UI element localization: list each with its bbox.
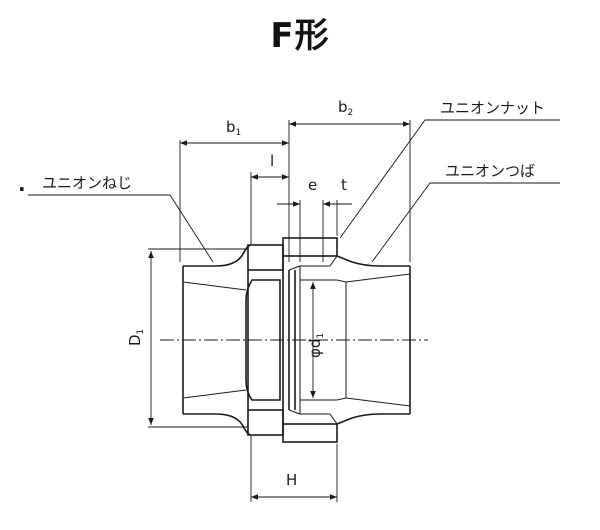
e-label: e (308, 176, 317, 194)
right-bore-taper (345, 273, 411, 407)
t-label: t (341, 176, 347, 194)
union-nut-leader (339, 119, 560, 239)
D1-label: D1 (126, 329, 146, 346)
union-thread-label: ユニオンねじ (42, 174, 132, 192)
union-nut-bottom (282, 423, 338, 443)
right-lower-shoulder (336, 413, 410, 425)
b2-label: b2 (338, 98, 353, 118)
bore-lines (300, 279, 337, 401)
union-thread-leader (28, 194, 214, 263)
left-bore-taper (182, 281, 247, 399)
bullet-mark: . (18, 172, 26, 196)
union-nut-label: ユニオンナット (440, 99, 545, 117)
left-lower-shoulder (183, 413, 250, 435)
leaders (28, 119, 560, 263)
H-label: H (286, 471, 297, 489)
right-upper-shoulder (336, 255, 410, 267)
left-upper-shoulder (183, 245, 250, 267)
d1-label: φd1 (306, 333, 326, 358)
l-label: l (270, 152, 274, 170)
union-nut-top (282, 237, 338, 257)
union-collar-leader (371, 182, 560, 263)
dimension-lines (148, 121, 410, 500)
left-thread-bottom (247, 409, 284, 436)
left-thread-top (247, 244, 284, 271)
left-inner-chamber (245, 279, 281, 401)
nut-inner (300, 255, 338, 425)
b1-label: b1 (226, 118, 241, 138)
page-title: F形 (270, 16, 330, 56)
union-collar-label: ユニオンつば (445, 162, 535, 180)
extension-lines (148, 120, 411, 502)
